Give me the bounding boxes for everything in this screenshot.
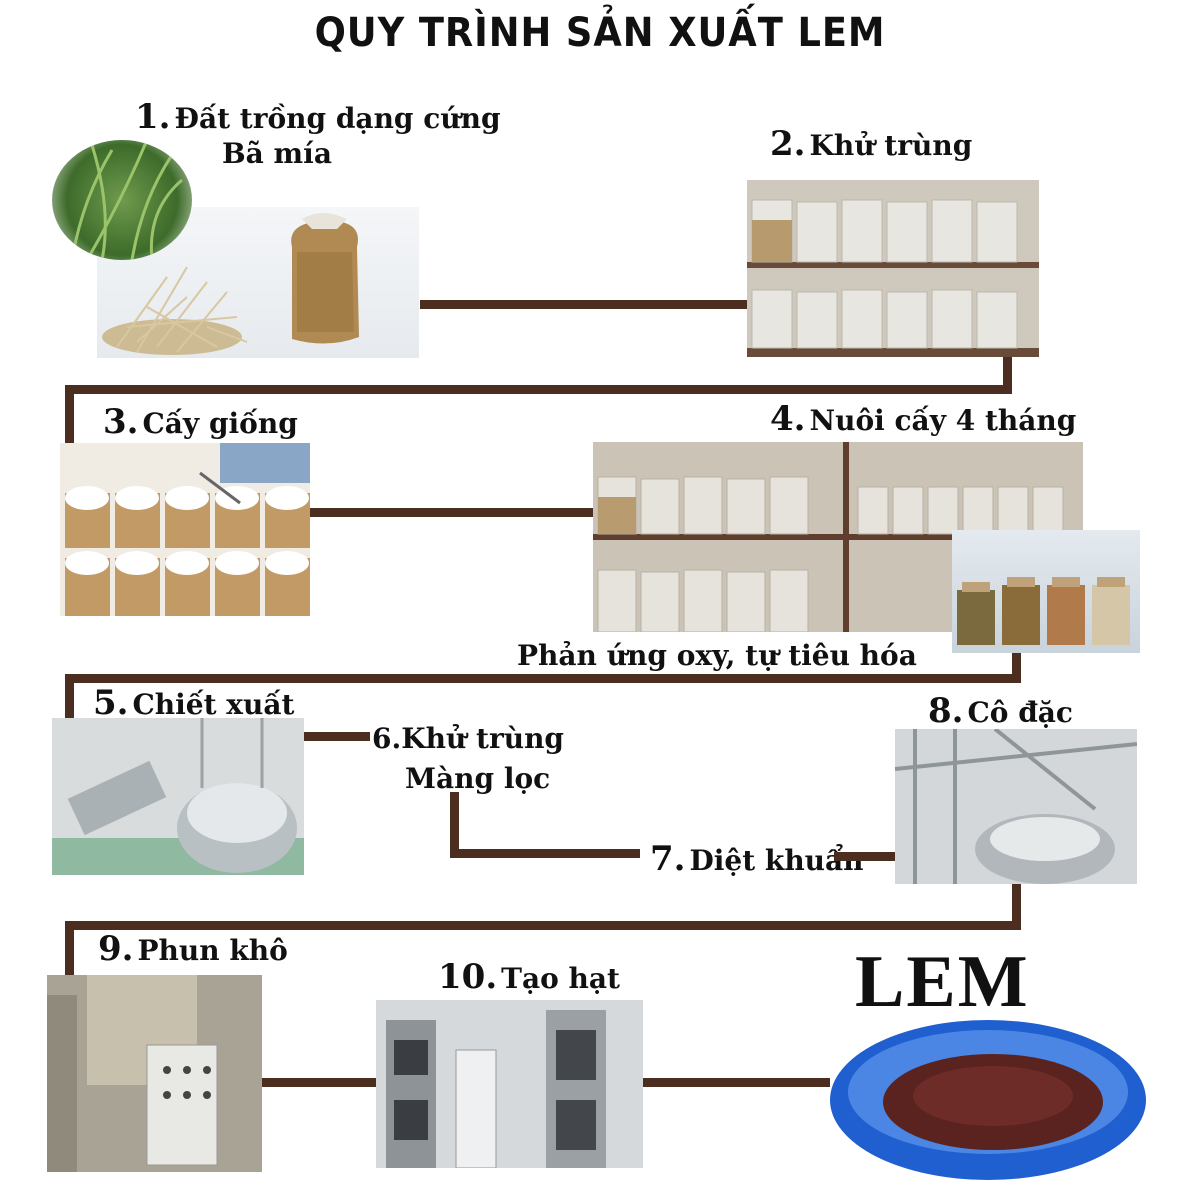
step-10-text: Tạo hạt <box>501 962 620 995</box>
step-5-label: 5.Chiết xuất <box>93 686 294 720</box>
step-1-number: 1. <box>135 97 171 137</box>
step-5-number: 5. <box>93 683 129 723</box>
step-5-text: Chiết xuất <box>132 688 295 721</box>
step-8-number: 8. <box>928 691 964 731</box>
reaction-label: Phản ứng oxy, tự tiêu hóa <box>517 639 917 672</box>
step-4-text: Nuôi cấy 4 tháng <box>809 404 1077 437</box>
bagasse-photo <box>97 207 419 358</box>
step-9-text: Phun khô <box>137 934 288 967</box>
connector-6-down <box>450 792 459 856</box>
step-2-text: Khử trùng <box>809 129 973 162</box>
connector-6-7 <box>450 849 640 858</box>
connector-8-down <box>1012 880 1021 930</box>
connector-1-2 <box>420 300 750 309</box>
connector-9-down <box>65 921 74 977</box>
step-4-number: 4. <box>770 399 806 439</box>
connector-9-10 <box>262 1078 376 1087</box>
inoculation-photo <box>60 443 310 616</box>
connector-3-down <box>65 385 74 445</box>
sugarcane-photo <box>52 140 192 260</box>
granulation-photo <box>376 1000 643 1168</box>
step-7-number: 7. <box>650 839 686 879</box>
step-7-label: 7.Diệt khuẩn <box>650 842 864 876</box>
step-8-text: Cô đặc <box>967 696 1073 729</box>
step-8-label: 8.Cô đặc <box>928 694 1073 728</box>
connector-2-down <box>1003 356 1012 392</box>
connector-7-8 <box>834 852 896 861</box>
step-3-number: 3. <box>103 402 139 442</box>
lem-powder-dish <box>828 1010 1148 1182</box>
step-1-label: 1.Đất trồng dạng cứng <box>135 100 501 134</box>
step-6-number: 6. <box>372 722 402 755</box>
oxidation-photo <box>952 530 1140 653</box>
step-6-sublabel: Màng lọc <box>405 762 551 795</box>
step-2-label: 2.Khử trùng <box>770 127 972 161</box>
connector-row2-return <box>65 674 1021 683</box>
connector-4-down <box>1012 648 1021 681</box>
extraction-photo <box>52 718 304 875</box>
step-10-label: 10.Tạo hạt <box>438 960 620 994</box>
step-9-label: 9.Phun khô <box>98 932 288 966</box>
step-2-number: 2. <box>770 124 806 164</box>
connector-row3-return <box>65 921 1021 930</box>
diagram-title: QUY TRÌNH SẢN XUẤT LEM <box>314 10 886 56</box>
step-6-text: Khử trùng <box>401 722 565 755</box>
step-3-label: 3.Cấy giống <box>103 405 298 439</box>
concentration-photo <box>895 729 1137 884</box>
step-3-text: Cấy giống <box>142 407 298 440</box>
connector-row1-return <box>65 385 1012 394</box>
step-1-sublabel: Bã mía <box>222 137 332 170</box>
step-1-text: Đất trồng dạng cứng <box>174 102 501 135</box>
step-4-label: 4.Nuôi cấy 4 tháng <box>770 402 1076 436</box>
connector-5-down <box>65 674 74 722</box>
step-9-number: 9. <box>98 929 134 969</box>
step-10-number: 10. <box>438 957 498 997</box>
sterilization-photo <box>747 180 1039 357</box>
connector-3-4 <box>310 508 593 517</box>
step-6-label: 6.Khử trùng <box>372 725 564 753</box>
connector-10-lem <box>643 1078 830 1087</box>
connector-5-6 <box>303 732 370 741</box>
product-label: LEM <box>855 941 1030 1023</box>
spray-drying-photo <box>47 975 262 1172</box>
